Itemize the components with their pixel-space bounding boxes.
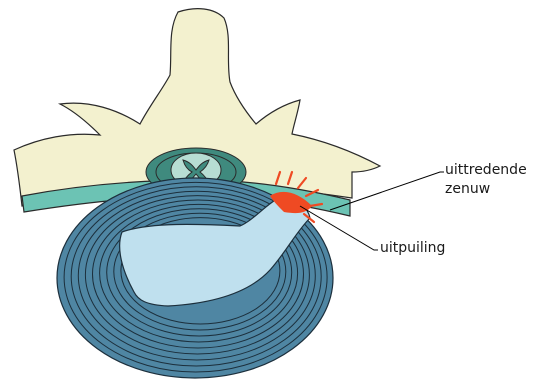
bulge-label: uitpuiling xyxy=(380,240,445,257)
nerve-label-line2: zenuw xyxy=(445,181,490,198)
nerve-label-line1: uittredende xyxy=(445,162,527,179)
